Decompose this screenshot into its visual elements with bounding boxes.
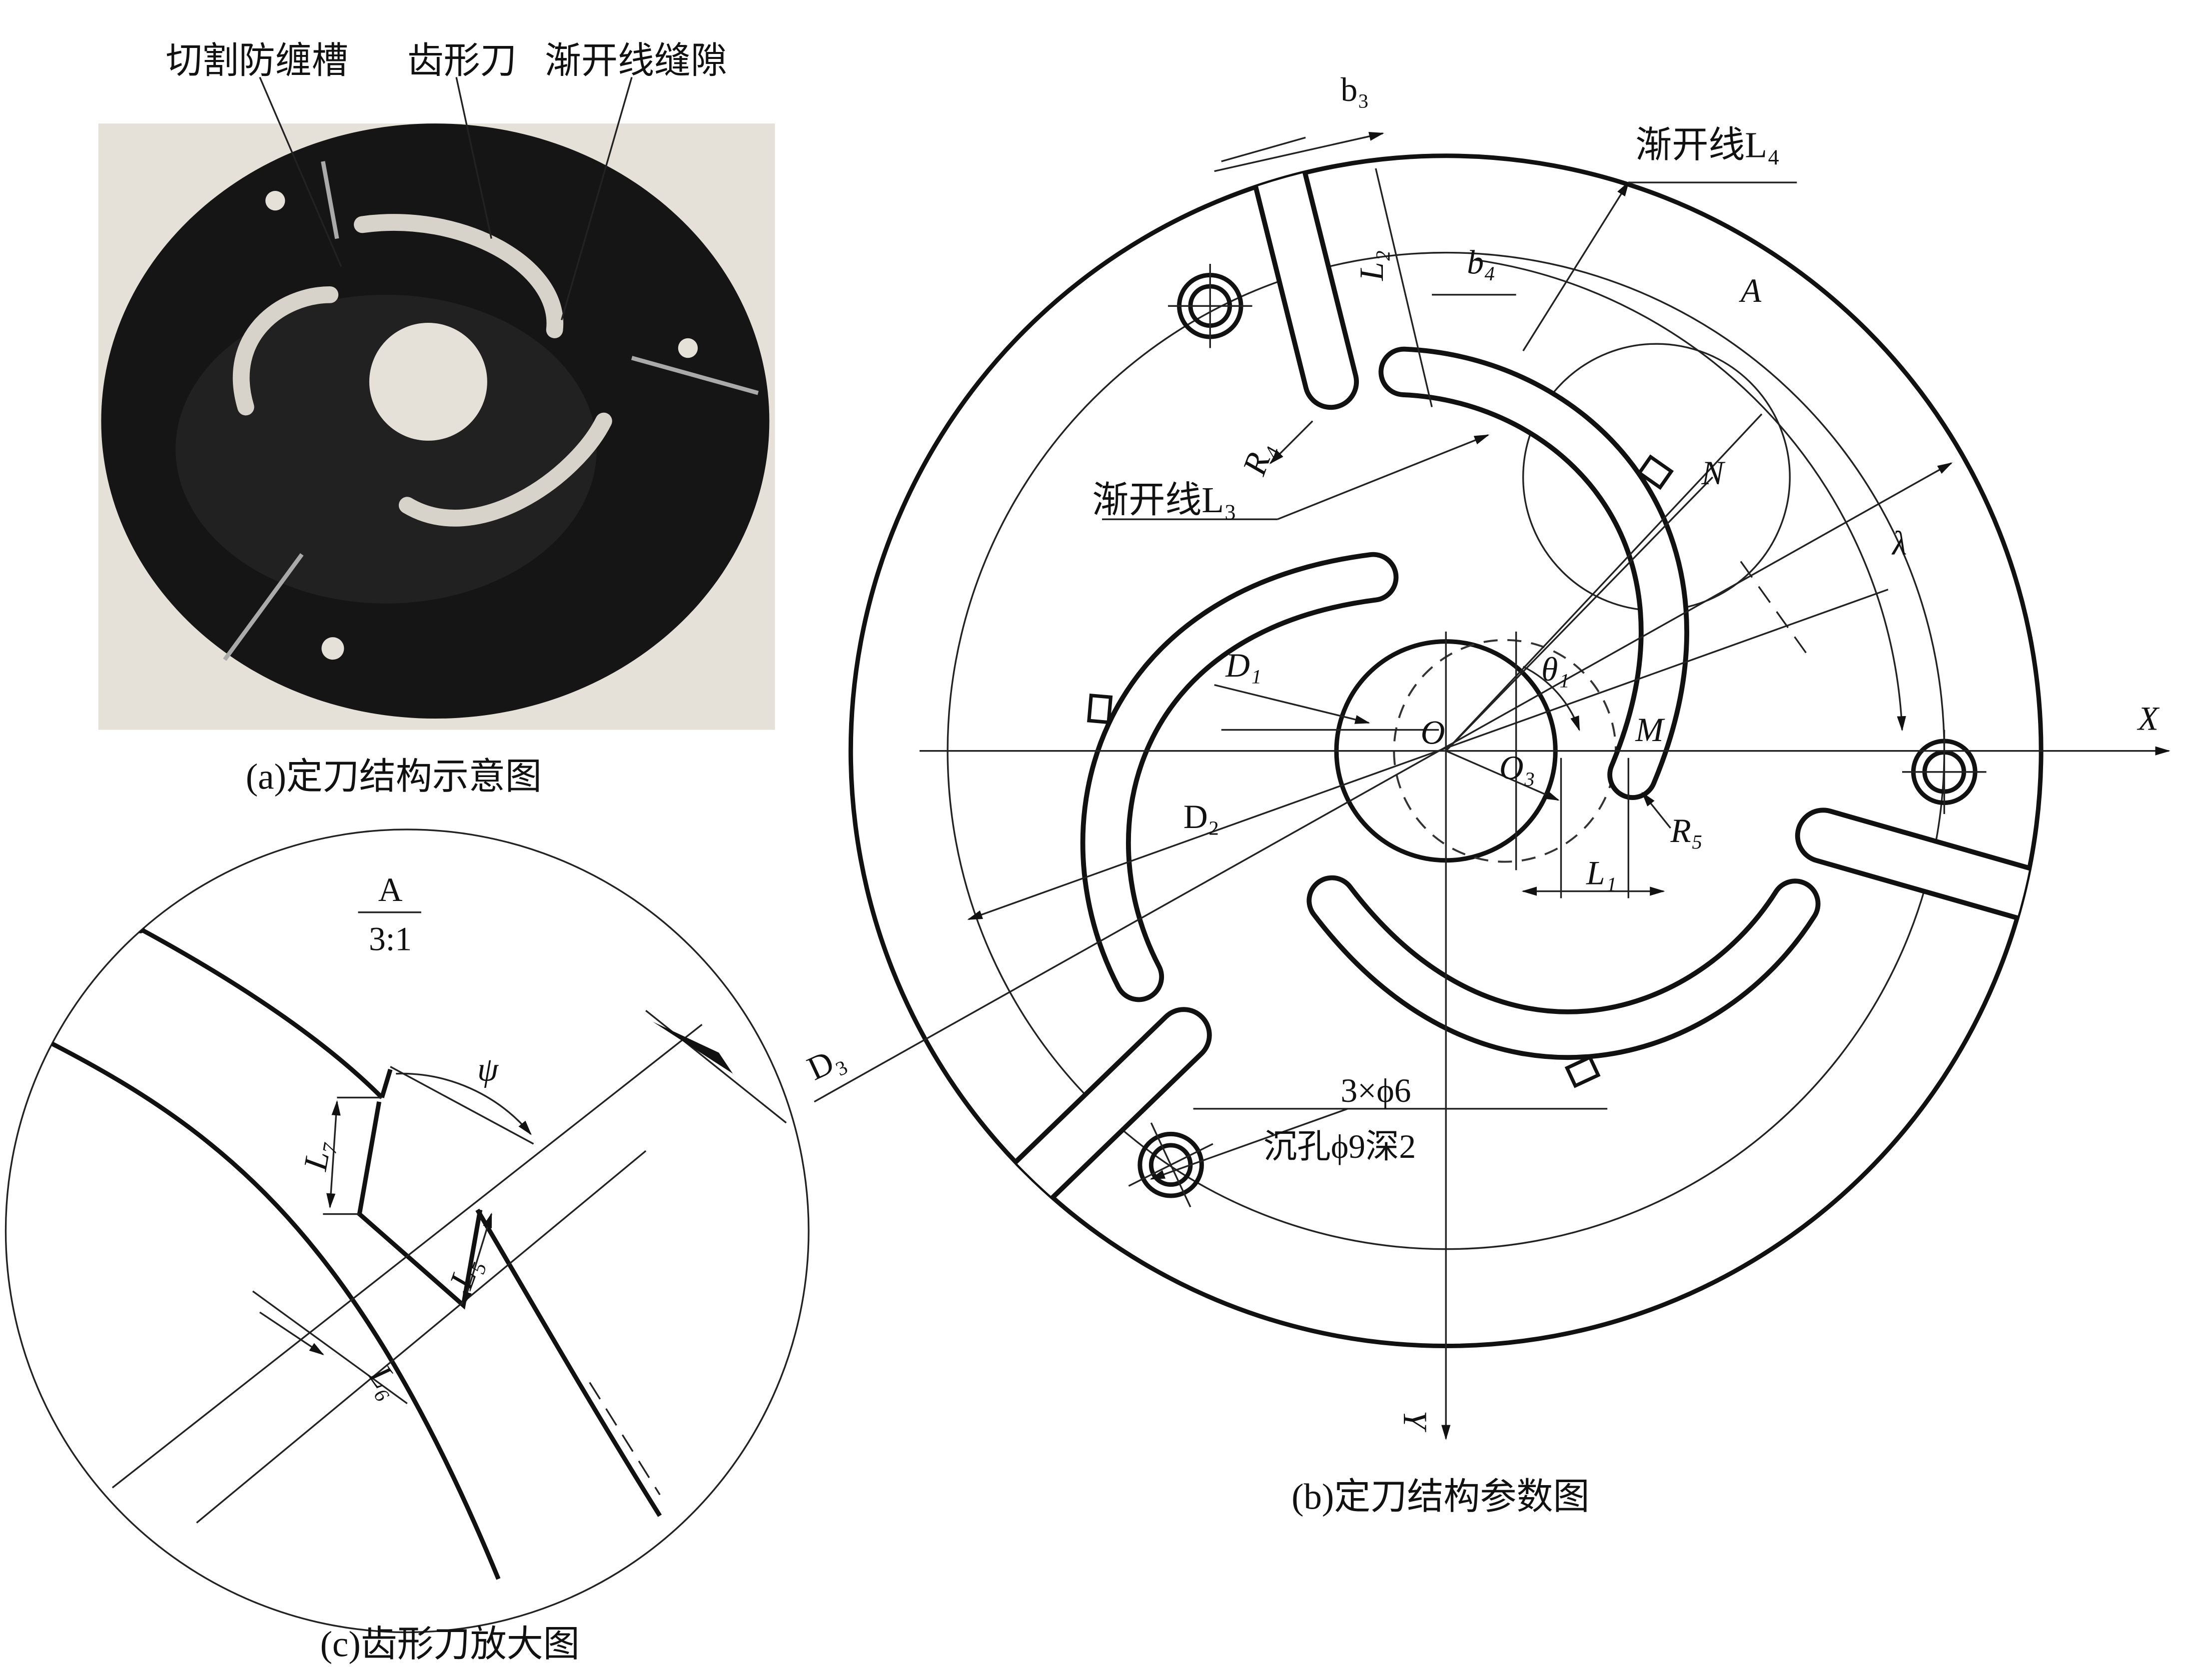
bolt-hole [1168,264,1252,348]
label-l6: L₆ [361,1358,410,1405]
panel-c-detail: A 3:1 ψ L₇ L₅ L₆ (c)齿形刀放大图 [4,829,810,1664]
label-b3: b₃ [1341,71,1369,108]
label-holes: 3×ϕ6 [1341,1072,1411,1109]
label-r4: R₄ [1235,437,1281,480]
center-hole [369,322,487,441]
involute-slots [232,214,612,527]
panel-a-photo: 切割防缠槽 齿形刀 渐开线缝隙 (a)定刀结构示意图 [98,40,775,797]
dimension-lines [814,131,1953,1180]
callout-involute-gap: 渐开线缝隙 [545,40,727,81]
bolt-hole [1128,1122,1213,1208]
view-label-a: A [378,871,403,908]
detail-boundary [4,829,810,1634]
label-lambda: λ [1891,524,1907,562]
label-psi: ψ [477,1051,499,1088]
label-x-axis: X [2137,700,2160,738]
panel-b-drawing: b₃ L₂ b₄ 渐开线L₄ A N R₄ 渐开线L₃ λ D₁ θ₁ O O₃… [802,71,2190,1517]
label-a: A [1739,272,1762,309]
caption-b: (b)定刀结构参数图 [1291,1476,1589,1517]
caption-c: (c)齿形刀放大图 [320,1624,580,1664]
radial-grooves [853,155,2190,1309]
label-r5: R₅ [1670,812,1703,849]
label-l7: L₇ [296,1137,339,1174]
caption-a: (a)定刀结构示意图 [246,756,542,797]
label-involute-l4: 渐开线L₄ [1635,125,1780,165]
label-b4: b₄ [1467,244,1495,281]
callout-toothed-blade: 齿形刀 [407,40,517,81]
bolt-hole [1902,730,1987,815]
callout-anti-wrap-groove: 切割防缠槽 [166,40,348,81]
label-y-axis: Y [1396,1411,1434,1433]
label-m: M [1635,711,1665,749]
label-l2: L₂ [1353,250,1390,281]
view-scale: 3:1 [369,920,412,957]
bolt-holes [265,190,698,660]
label-theta1: θ₁ [1541,651,1570,688]
label-l1: L₁ [1586,854,1617,891]
label-d3: D₃ [802,1038,850,1087]
label-o: O [1421,714,1445,752]
anti-wrap-grooves [223,161,759,661]
label-o3: O₃ [1499,749,1535,787]
label-counterbore: 沉孔ϕ9深2 [1263,1128,1416,1165]
label-d1: D₁ [1225,647,1261,684]
label-involute-l3: 渐开线L₃ [1092,480,1236,520]
label-d2: D₂ [1183,798,1219,836]
label-n: N [1701,454,1726,492]
involute-slots [1005,346,1795,1135]
